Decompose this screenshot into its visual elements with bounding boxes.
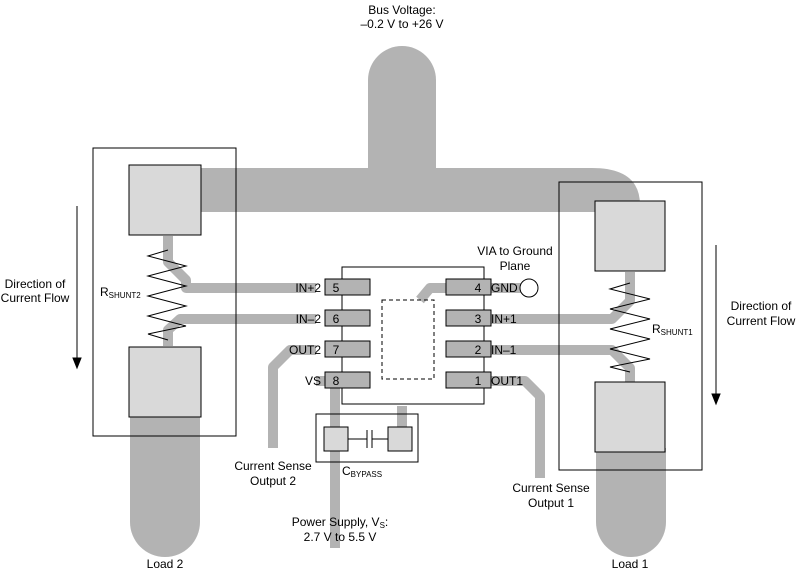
bus-voltage-stub [368, 46, 436, 170]
trace-out1 [478, 376, 545, 478]
arrowhead-left [72, 357, 82, 370]
pin-number-7: 7 [333, 343, 340, 357]
cbypass-outline [315, 413, 419, 463]
pin-2 [445, 340, 492, 358]
pin-number-2: 2 [475, 343, 482, 357]
bus-copper [130, 46, 666, 557]
direction-left-line1: Direction of [5, 277, 66, 291]
power-supply-line2: 2.7 V to 5.5 V [304, 530, 377, 544]
pin-7 [324, 340, 371, 358]
bus-voltage-range: –0.2 V to +26 V [360, 17, 443, 31]
pin-number-8: 8 [333, 374, 340, 388]
current-sense-1-line2: Output 1 [528, 496, 574, 510]
pin-name-in-minus-2: IN–2 [296, 312, 322, 326]
pin-number-1: 1 [475, 374, 482, 388]
trace-in-plus-1 [478, 272, 635, 324]
ic-body [341, 266, 485, 405]
load1-top-pad [594, 200, 666, 272]
cbypass-pad-right [387, 426, 413, 452]
pin-name-in-plus-1: IN+1 [491, 312, 517, 326]
pin-5 [324, 278, 371, 296]
pin-number-3: 3 [475, 312, 482, 326]
pin-name-gnd: GND [491, 281, 518, 295]
pin-3 [445, 309, 492, 327]
rshunt1-sub: SHUNT1 [661, 328, 694, 337]
load2-top-pad [128, 164, 202, 236]
cbypass-main: C [342, 464, 351, 478]
pin-name-out1: OUT1 [491, 374, 523, 388]
bus-bar [160, 168, 640, 225]
via-label-line2: Plane [500, 259, 531, 273]
direction-left-line2: Current Flow [1, 291, 70, 305]
load2-outline [92, 147, 237, 437]
load2-bottom-pad [128, 346, 202, 418]
pin-6 [324, 309, 371, 327]
pin-4 [445, 278, 492, 296]
cbypass-pad-left [323, 426, 349, 452]
rshunt2-sub: SHUNT2 [109, 291, 142, 300]
pin-name-in-plus-2: IN+2 [295, 281, 321, 295]
cbypass-sub: BYPASS [351, 470, 382, 479]
current-sense-1-line1: Current Sense [512, 481, 590, 495]
load2-label: Load 2 [147, 557, 184, 571]
arrowhead-right [711, 393, 721, 406]
rshunt2-resistor [146, 249, 188, 341]
rshunt2-main: R [100, 285, 109, 299]
ground-via [519, 278, 539, 298]
pin-number-6: 6 [333, 312, 340, 326]
current-sense-2-line2: Output 2 [250, 474, 296, 488]
trace-in-minus-1 [478, 345, 635, 382]
trace-gnd [416, 283, 450, 304]
rshunt1-main: R [652, 322, 661, 336]
load1-label: Load 1 [612, 557, 649, 571]
load1-bottom-pad [594, 381, 666, 453]
rshunt1-resistor [608, 282, 651, 373]
rshunt2-label: RSHUNT2 [100, 285, 141, 300]
current-sense-2-line1: Current Sense [234, 459, 312, 473]
direction-right-line1: Direction of [731, 299, 792, 313]
load2-lead [130, 410, 200, 557]
load1-lead [596, 448, 666, 557]
ic-thermal-pad [381, 299, 435, 380]
trace-in-plus-2 [163, 236, 316, 293]
capacitor-symbol [348, 430, 388, 448]
pin-8 [324, 371, 371, 389]
cbypass-label: CBYPASS [342, 464, 382, 479]
pin-1 [445, 371, 492, 389]
power-supply-line1: Power Supply, VS: [292, 515, 389, 530]
power-supply-main: Power Supply, V [292, 515, 380, 529]
pin-name-out2: OUT2 [289, 343, 321, 357]
pin-name-vs: VS [305, 374, 321, 388]
power-supply-colon: : [385, 515, 388, 529]
bus-voltage-label: Bus Voltage: [368, 3, 435, 17]
pin-number-5: 5 [333, 281, 340, 295]
load1-outline [558, 181, 703, 471]
direction-right-line2: Current Flow [727, 314, 796, 328]
power-supply-sub: S [380, 521, 385, 530]
rshunt1-label: RSHUNT1 [652, 322, 693, 337]
pin-number-4: 4 [475, 281, 482, 295]
trace-in-minus-2 [163, 314, 316, 346]
pin-name-in-minus-1: IN–1 [491, 343, 517, 357]
via-label-line1: VIA to Ground [477, 244, 552, 258]
trace-out2 [268, 345, 316, 448]
